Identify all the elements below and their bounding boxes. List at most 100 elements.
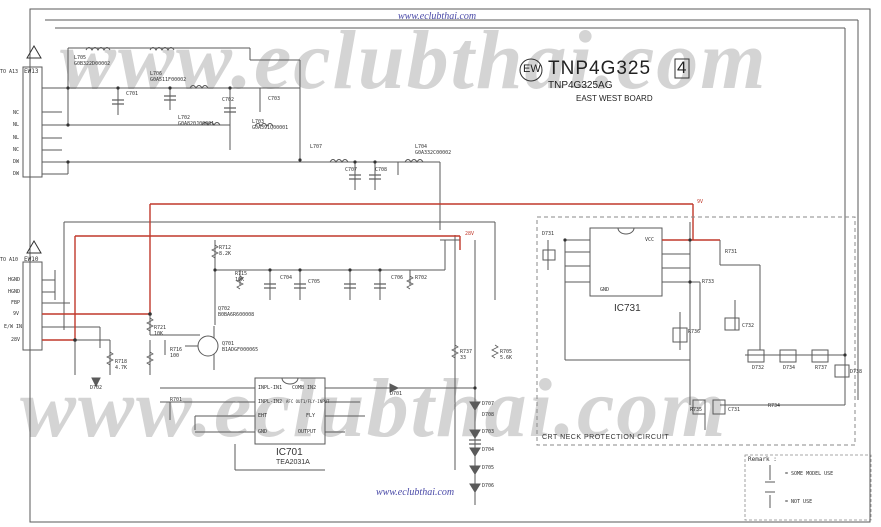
r718-value: 4.7K: [115, 365, 128, 371]
remark-some-model: = SOME MODEL USE: [785, 471, 834, 477]
ew10-pin-2: HGND: [8, 289, 21, 295]
ew13-label: TO A13: [0, 69, 19, 75]
d732-label: D732: [752, 365, 765, 371]
red-supply-lines: [42, 203, 720, 341]
r712-value: 8.2K: [219, 251, 232, 257]
ew13-pin-2: NL: [13, 122, 20, 128]
d702-label: D702: [90, 385, 103, 391]
r737-label: R737: [460, 349, 473, 355]
watermark-url-top: www.eclubthai.com: [398, 11, 477, 22]
r737-value: 33: [460, 355, 467, 361]
c705-label: C705: [308, 279, 321, 285]
d701-label: D701: [390, 391, 403, 397]
ic701-pin-output: OUTPUT: [298, 429, 317, 435]
ew13-connector-box: [22, 66, 43, 178]
remark-title: Remark :: [748, 456, 777, 463]
l705-part: G0B322D00002: [74, 61, 111, 67]
remark-not-use: = NOT USE: [785, 499, 813, 505]
d731-label: D731: [542, 231, 555, 237]
q701-label: Q701: [222, 341, 235, 347]
d707-label: D707: [482, 401, 495, 407]
r705-value: 5.6K: [500, 355, 513, 361]
l704-part: G0A332C00002: [415, 150, 452, 156]
board-alt-code: TNP4G325AG: [548, 80, 613, 91]
c703-label: C703: [268, 96, 281, 102]
ew-badge: EW: [523, 63, 541, 75]
ic731-body: [589, 227, 663, 297]
ew13-pin-3: NL: [13, 135, 20, 141]
revision-box: [674, 58, 690, 79]
c708-label: C708: [375, 167, 388, 173]
ic701-pin-inpl-in2: INPL-IN2: [258, 399, 283, 405]
remark-dashed-box: [744, 454, 872, 521]
r702-label: R702: [415, 275, 428, 281]
q702-part: B0BA6R600008: [218, 312, 255, 318]
ew10-pin-4: 9V: [13, 311, 20, 317]
r701-label: R701: [170, 397, 183, 403]
r715-value: 10K: [235, 277, 245, 283]
d706-label: D706: [482, 483, 495, 489]
ew10-ref: EW10: [24, 256, 39, 263]
ic701-pin-fly: FLY: [306, 413, 316, 419]
c732-label: C732: [742, 323, 755, 329]
l706-label: L706: [150, 71, 163, 77]
label-28v: 28V: [465, 231, 475, 237]
r731-label: R731: [725, 249, 738, 255]
l703-label: L703: [252, 119, 265, 125]
d705-label: D705: [482, 465, 495, 471]
ic701-part: TEA2031A: [276, 459, 310, 466]
ew10-connector-box: [22, 261, 43, 351]
r716-label: R716: [170, 347, 183, 353]
l706-part: G0A511F00002: [150, 77, 187, 83]
label-9v: 9V: [697, 199, 704, 205]
q701-part: B1ADGF000065: [222, 347, 259, 353]
warning-triangle-top: [26, 45, 42, 59]
ic731-pin-gnd: GND: [600, 287, 610, 293]
l702-label: L702: [178, 115, 191, 121]
ew10-pin-3: FBP: [11, 300, 21, 306]
l705-label: L705: [74, 55, 87, 61]
ew10-pin-1: HGND: [8, 277, 21, 283]
ew10-pin-6: 28V: [11, 337, 21, 343]
r734-label: R734: [768, 403, 781, 409]
c706-label: C706: [391, 275, 404, 281]
ic701-pin-eht: EHT: [258, 413, 268, 419]
r718-label: R718: [115, 359, 128, 365]
ew10-pin-5: E/W IN: [4, 324, 23, 330]
r712-label: R712: [219, 245, 232, 251]
c702-label: C702: [222, 97, 235, 103]
ew13-pin-1: NC: [13, 110, 20, 116]
ew13-pin-6: DW: [13, 171, 20, 177]
crt-protection-label: CRT NECK PROTECTION CIRCUIT: [542, 434, 670, 441]
r715-label: R715: [235, 271, 248, 277]
r716-value: 100: [170, 353, 180, 359]
ew13-ref: EW13: [24, 68, 39, 75]
ic701-pin-gnd: GND: [258, 429, 268, 435]
ic701-pin-afc-out: AFC OUT1/FLY-INPUT: [286, 399, 330, 404]
ic731-name: IC731: [614, 303, 641, 314]
d738-label: D738: [850, 369, 863, 375]
watermark-url-bottom: www.eclubthai.com: [376, 487, 455, 498]
q702-label: Q702: [218, 306, 231, 312]
l704-label: L704: [415, 144, 428, 150]
ew13-pin-5: DW: [13, 159, 20, 165]
d734-label: D734: [783, 365, 796, 371]
c731-label: C731: [728, 407, 741, 413]
r733-label: R733: [702, 279, 715, 285]
warning-triangle-bottom: [26, 240, 42, 254]
ic701-body: [254, 377, 326, 445]
outer-frame: [29, 8, 871, 523]
board-code: TNP4G325: [548, 58, 652, 79]
r735-label: R735: [690, 407, 703, 413]
ic701-pin-comb-in2: COMB IN2: [292, 385, 317, 391]
board-revision: 4: [677, 58, 688, 77]
l707-label: L707: [310, 144, 323, 150]
l703-part: G0A391Q00001: [252, 125, 289, 131]
ew-badge-circle: [519, 58, 543, 82]
d704-label: D704: [482, 447, 495, 453]
c704-label: C704: [280, 275, 293, 281]
d703-label: D703: [482, 429, 495, 435]
r736-label: R736: [688, 329, 701, 335]
r705-label: R705: [500, 349, 513, 355]
